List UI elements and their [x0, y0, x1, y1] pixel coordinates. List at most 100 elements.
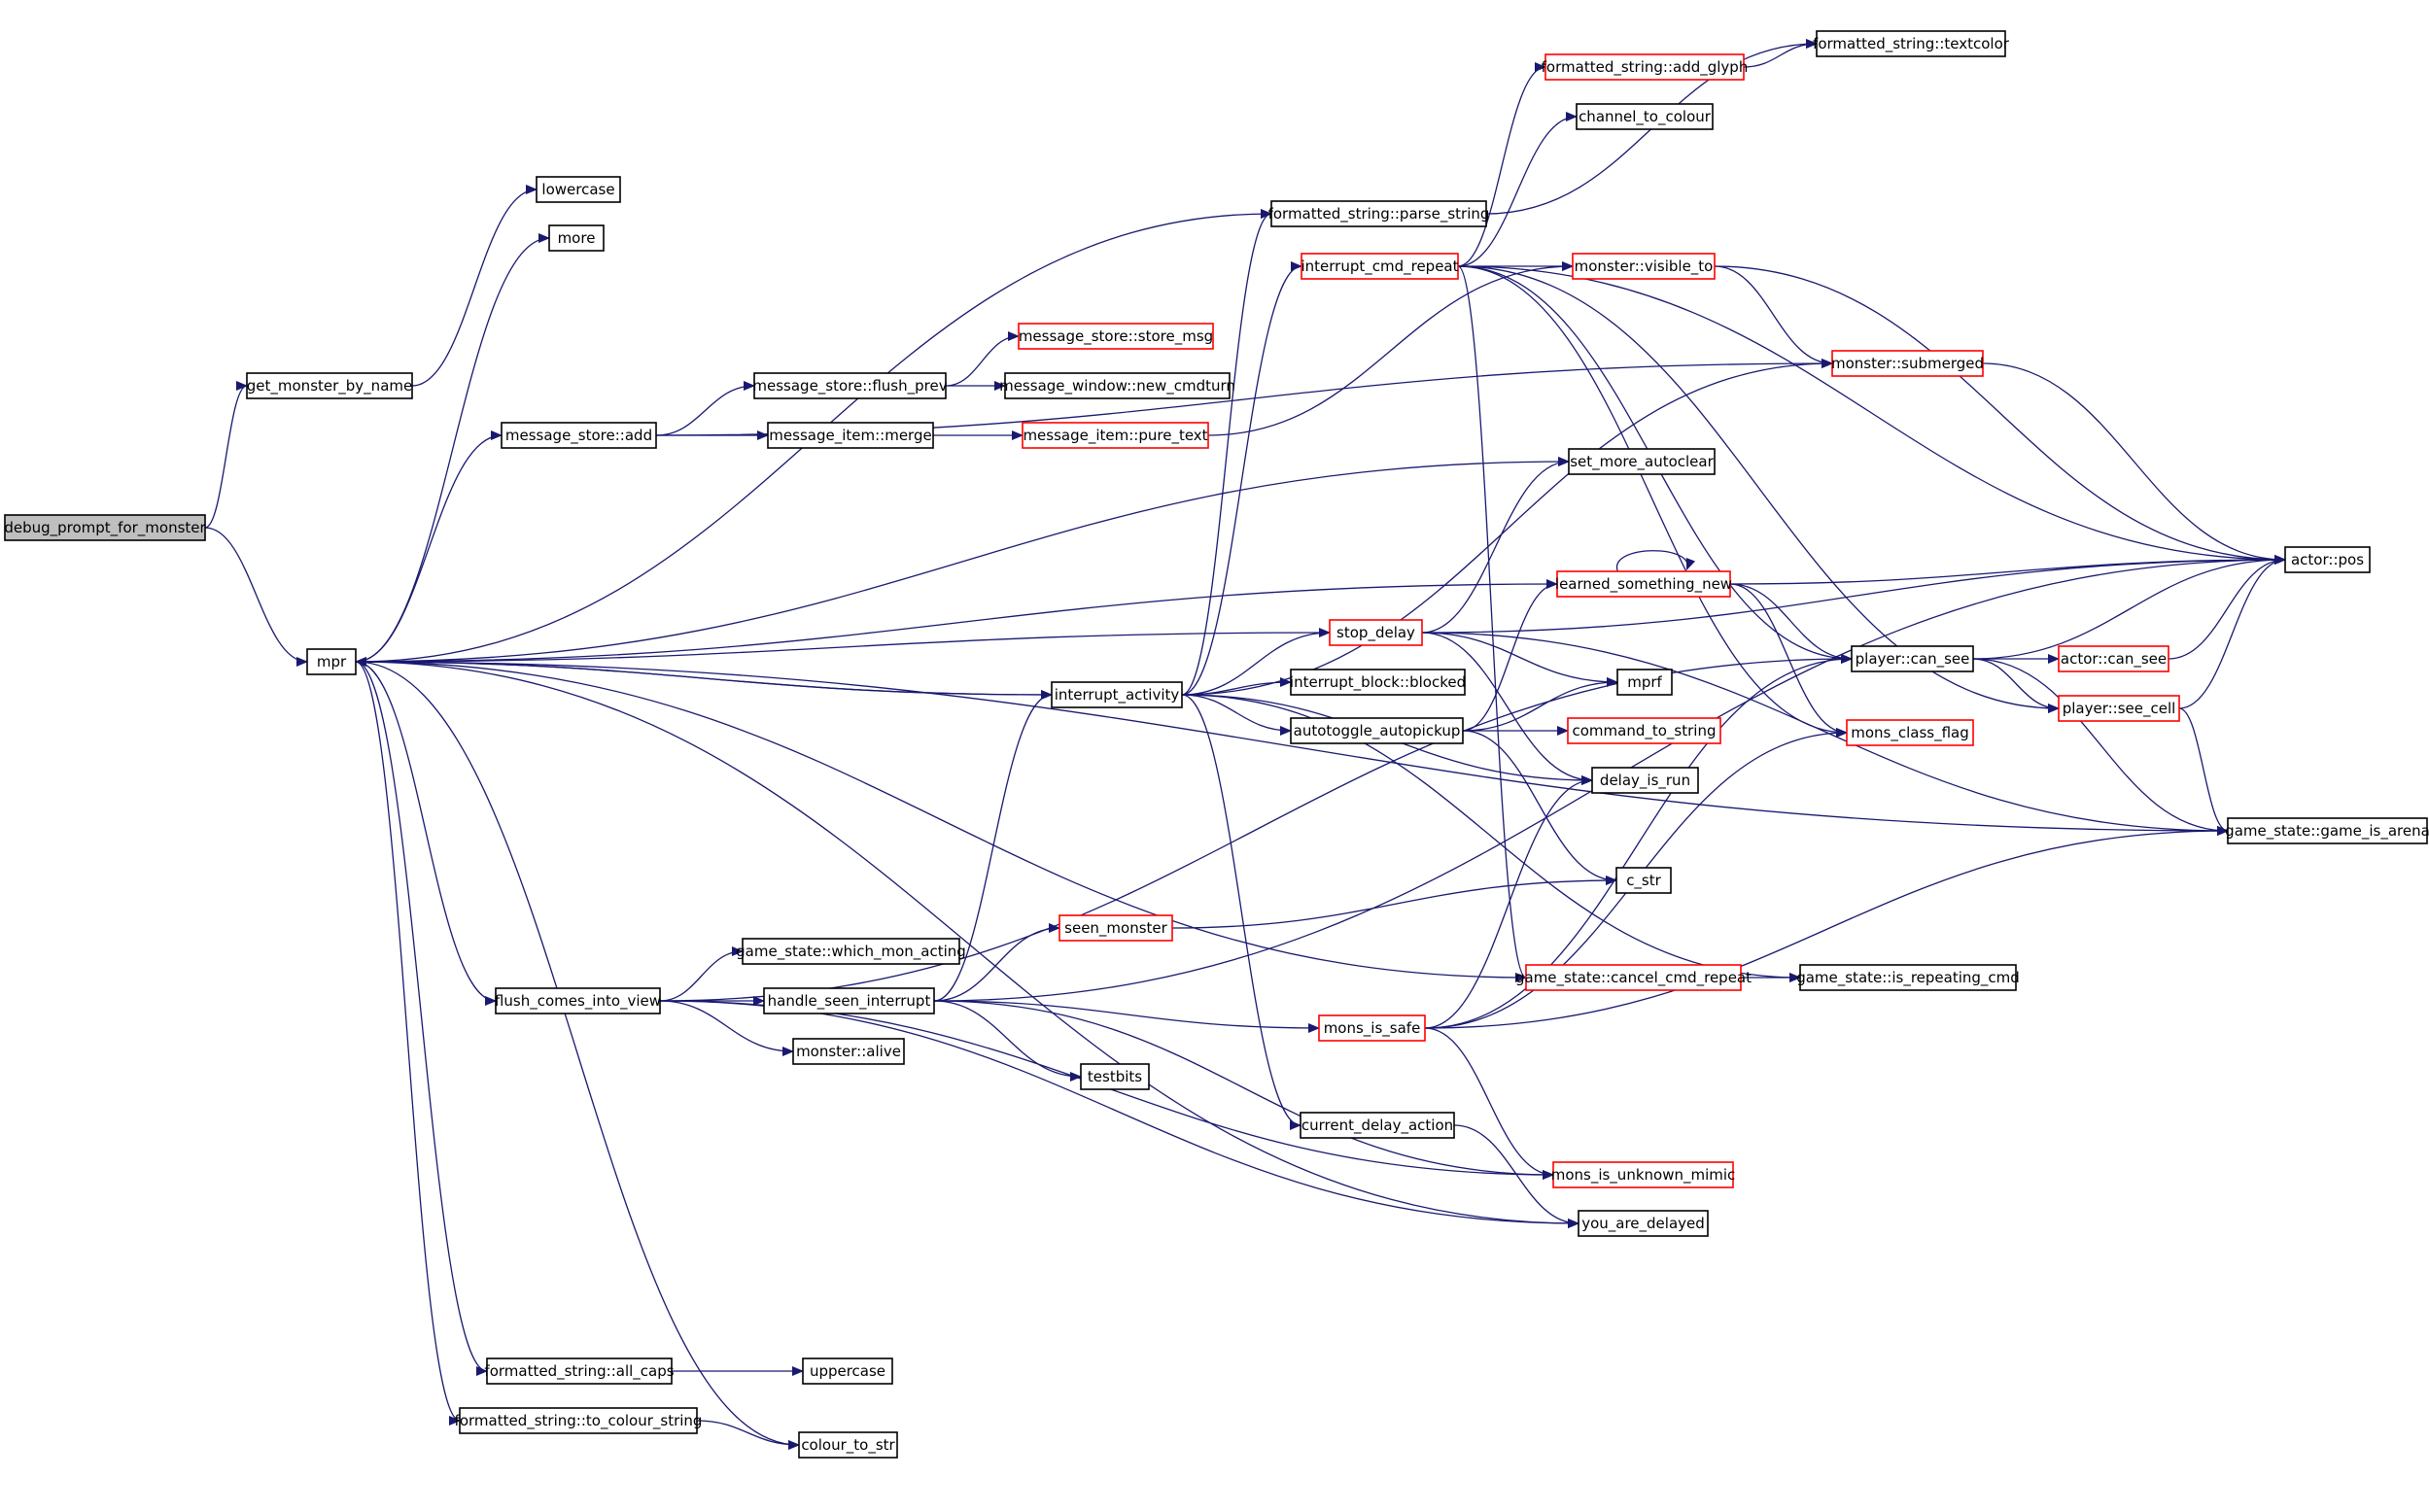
node-more[interactable]: more: [548, 224, 605, 252]
node-box-mpr[interactable]: [306, 648, 357, 675]
node-box-message-store-store-msg[interactable]: [1018, 323, 1214, 350]
node-box-autotoggle-autopickup[interactable]: [1290, 717, 1464, 744]
node-box-formatted-string-to-colour-string[interactable]: [459, 1407, 698, 1434]
node-box-message-store-add[interactable]: [501, 422, 657, 449]
node-box-you-are-delayed[interactable]: [1578, 1210, 1709, 1237]
node-box-mons-class-flag[interactable]: [1846, 719, 1974, 746]
node-box-game-state-which-mon-acting[interactable]: [742, 938, 960, 965]
node-box-player-can-see[interactable]: [1851, 645, 1974, 672]
node-learned-something-new[interactable]: learned_something_new: [1555, 570, 1732, 598]
node-flush-comes-into-view[interactable]: flush_comes_into_view: [495, 987, 661, 1014]
node-box-debug-prompt-for-monster[interactable]: [4, 514, 206, 541]
node-delay-is-run[interactable]: delay_is_run: [1591, 767, 1699, 794]
node-box-mons-is-safe[interactable]: [1318, 1014, 1426, 1042]
node-seen-monster[interactable]: seen_monster: [1058, 914, 1173, 942]
node-mons-is-safe[interactable]: mons_is_safe: [1318, 1014, 1426, 1042]
node-testbits[interactable]: testbits: [1080, 1063, 1150, 1090]
node-mons-class-flag[interactable]: mons_class_flag: [1846, 719, 1974, 746]
node-box-more[interactable]: [548, 224, 605, 252]
node-actor-can-see[interactable]: actor::can_see: [2058, 645, 2169, 672]
node-player-can-see[interactable]: player::can_see: [1851, 645, 1974, 672]
node-box-message-window-new-cmdturn[interactable]: [1004, 372, 1231, 399]
node-box-testbits[interactable]: [1080, 1063, 1150, 1090]
node-message-item-merge[interactable]: message_item::merge: [767, 422, 934, 449]
node-box-interrupt-block-blocked[interactable]: [1290, 669, 1466, 696]
node-box-message-store-flush-prev[interactable]: [753, 372, 947, 399]
node-game-state-cancel-cmd-repeat[interactable]: game_state::cancel_cmd_repeat: [1515, 964, 1752, 991]
node-box-message-item-merge[interactable]: [767, 422, 934, 449]
node-monster-submerged[interactable]: monster::submerged: [1831, 350, 1984, 377]
node-formatted-string-to-colour-string[interactable]: formatted_string::to_colour_string: [455, 1407, 703, 1434]
node-game-state-which-mon-acting[interactable]: game_state::which_mon_acting: [736, 938, 966, 965]
node-you-are-delayed[interactable]: you_are_delayed: [1578, 1210, 1709, 1237]
node-box-stop-delay[interactable]: [1329, 619, 1423, 646]
node-box-monster-alive[interactable]: [792, 1038, 905, 1065]
node-message-store-add[interactable]: message_store::add: [501, 422, 657, 449]
node-stop-delay[interactable]: stop_delay: [1329, 619, 1423, 646]
node-box-mprf[interactable]: [1616, 669, 1673, 696]
node-formatted-string-all-caps[interactable]: formatted_string::all_caps: [484, 1357, 675, 1385]
node-message-window-new-cmdturn[interactable]: message_window::new_cmdturn: [999, 372, 1235, 399]
node-mons-is-unknown-mimic[interactable]: mons_is_unknown_mimic: [1551, 1161, 1736, 1188]
node-command-to-string[interactable]: command_to_string: [1567, 717, 1721, 744]
node-box-uppercase[interactable]: [802, 1357, 893, 1385]
node-box-interrupt-activity[interactable]: [1051, 681, 1183, 708]
node-handle-seen-interrupt[interactable]: handle_seen_interrupt: [763, 987, 935, 1014]
node-box-current-delay-action[interactable]: [1300, 1112, 1455, 1139]
node-box-colour-to-str[interactable]: [798, 1431, 898, 1459]
node-game-state-game-is-arena[interactable]: game_state::game_is_arena: [2225, 817, 2429, 844]
node-box-game-state-is-repeating-cmd[interactable]: [1799, 964, 2017, 991]
node-box-flush-comes-into-view[interactable]: [495, 987, 661, 1014]
node-message-store-store-msg[interactable]: message_store::store_msg: [1018, 323, 1214, 350]
node-monster-alive[interactable]: monster::alive: [792, 1038, 905, 1065]
node-set-more-autoclear[interactable]: set_more_autoclear: [1568, 448, 1716, 475]
node-message-item-pure-text[interactable]: message_item::pure_text: [1022, 422, 1209, 449]
node-formatted-string-add-glyph[interactable]: formatted_string::add_glyph: [1542, 53, 1749, 81]
node-box-interrupt-cmd-repeat[interactable]: [1301, 253, 1459, 280]
node-box-message-item-pure-text[interactable]: [1022, 422, 1209, 449]
node-mprf[interactable]: mprf: [1616, 669, 1673, 696]
node-autotoggle-autopickup[interactable]: autotoggle_autopickup: [1290, 717, 1464, 744]
node-box-player-see-cell[interactable]: [2058, 695, 2180, 722]
node-interrupt-block-blocked[interactable]: interrupt_block::blocked: [1290, 669, 1466, 696]
node-box-learned-something-new[interactable]: [1556, 570, 1731, 598]
node-channel-to-colour[interactable]: channel_to_colour: [1576, 103, 1714, 130]
node-box-set-more-autoclear[interactable]: [1568, 448, 1716, 475]
node-box-seen-monster[interactable]: [1058, 914, 1173, 942]
node-box-monster-visible-to[interactable]: [1572, 253, 1716, 280]
node-formatted-string-parse-string[interactable]: formatted_string::parse_string: [1268, 200, 1490, 227]
node-debug-prompt-for-monster[interactable]: debug_prompt_for_monster: [4, 514, 207, 541]
node-box-command-to-string[interactable]: [1567, 717, 1721, 744]
node-box-formatted-string-textcolor[interactable]: [1816, 30, 2006, 57]
node-monster-visible-to[interactable]: monster::visible_to: [1572, 253, 1716, 280]
node-box-formatted-string-all-caps[interactable]: [486, 1357, 673, 1385]
node-get-monster-by-name[interactable]: get_monster_by_name: [246, 372, 413, 399]
node-game-state-is-repeating-cmd[interactable]: game_state::is_repeating_cmd: [1796, 964, 2020, 991]
node-box-get-monster-by-name[interactable]: [246, 372, 413, 399]
node-box-actor-can-see[interactable]: [2058, 645, 2169, 672]
node-formatted-string-textcolor[interactable]: formatted_string::textcolor: [1813, 30, 2010, 57]
node-box-actor-pos[interactable]: [2284, 546, 2371, 573]
node-current-delay-action[interactable]: current_delay_action: [1300, 1112, 1455, 1139]
node-box-c-str[interactable]: [1615, 867, 1672, 894]
node-box-formatted-string-parse-string[interactable]: [1270, 200, 1487, 227]
node-box-delay-is-run[interactable]: [1591, 767, 1699, 794]
node-mpr[interactable]: mpr: [306, 648, 357, 675]
node-player-see-cell[interactable]: player::see_cell: [2058, 695, 2180, 722]
node-actor-pos[interactable]: actor::pos: [2284, 546, 2371, 573]
node-box-handle-seen-interrupt[interactable]: [763, 987, 935, 1014]
node-lowercase[interactable]: lowercase: [536, 176, 621, 203]
node-box-formatted-string-add-glyph[interactable]: [1544, 53, 1745, 81]
node-box-game-state-game-is-arena[interactable]: [2227, 817, 2428, 844]
node-c-str[interactable]: c_str: [1615, 867, 1672, 894]
node-box-lowercase[interactable]: [536, 176, 621, 203]
node-message-store-flush-prev[interactable]: message_store::flush_prev: [752, 372, 948, 399]
node-box-channel-to-colour[interactable]: [1576, 103, 1714, 130]
node-interrupt-cmd-repeat[interactable]: interrupt_cmd_repeat: [1301, 253, 1459, 280]
node-interrupt-activity[interactable]: interrupt_activity: [1051, 681, 1183, 708]
node-uppercase[interactable]: uppercase: [802, 1357, 893, 1385]
node-colour-to-str[interactable]: colour_to_str: [798, 1431, 898, 1459]
node-box-mons-is-unknown-mimic[interactable]: [1552, 1161, 1734, 1188]
node-box-game-state-cancel-cmd-repeat[interactable]: [1525, 964, 1742, 991]
node-box-monster-submerged[interactable]: [1831, 350, 1984, 377]
